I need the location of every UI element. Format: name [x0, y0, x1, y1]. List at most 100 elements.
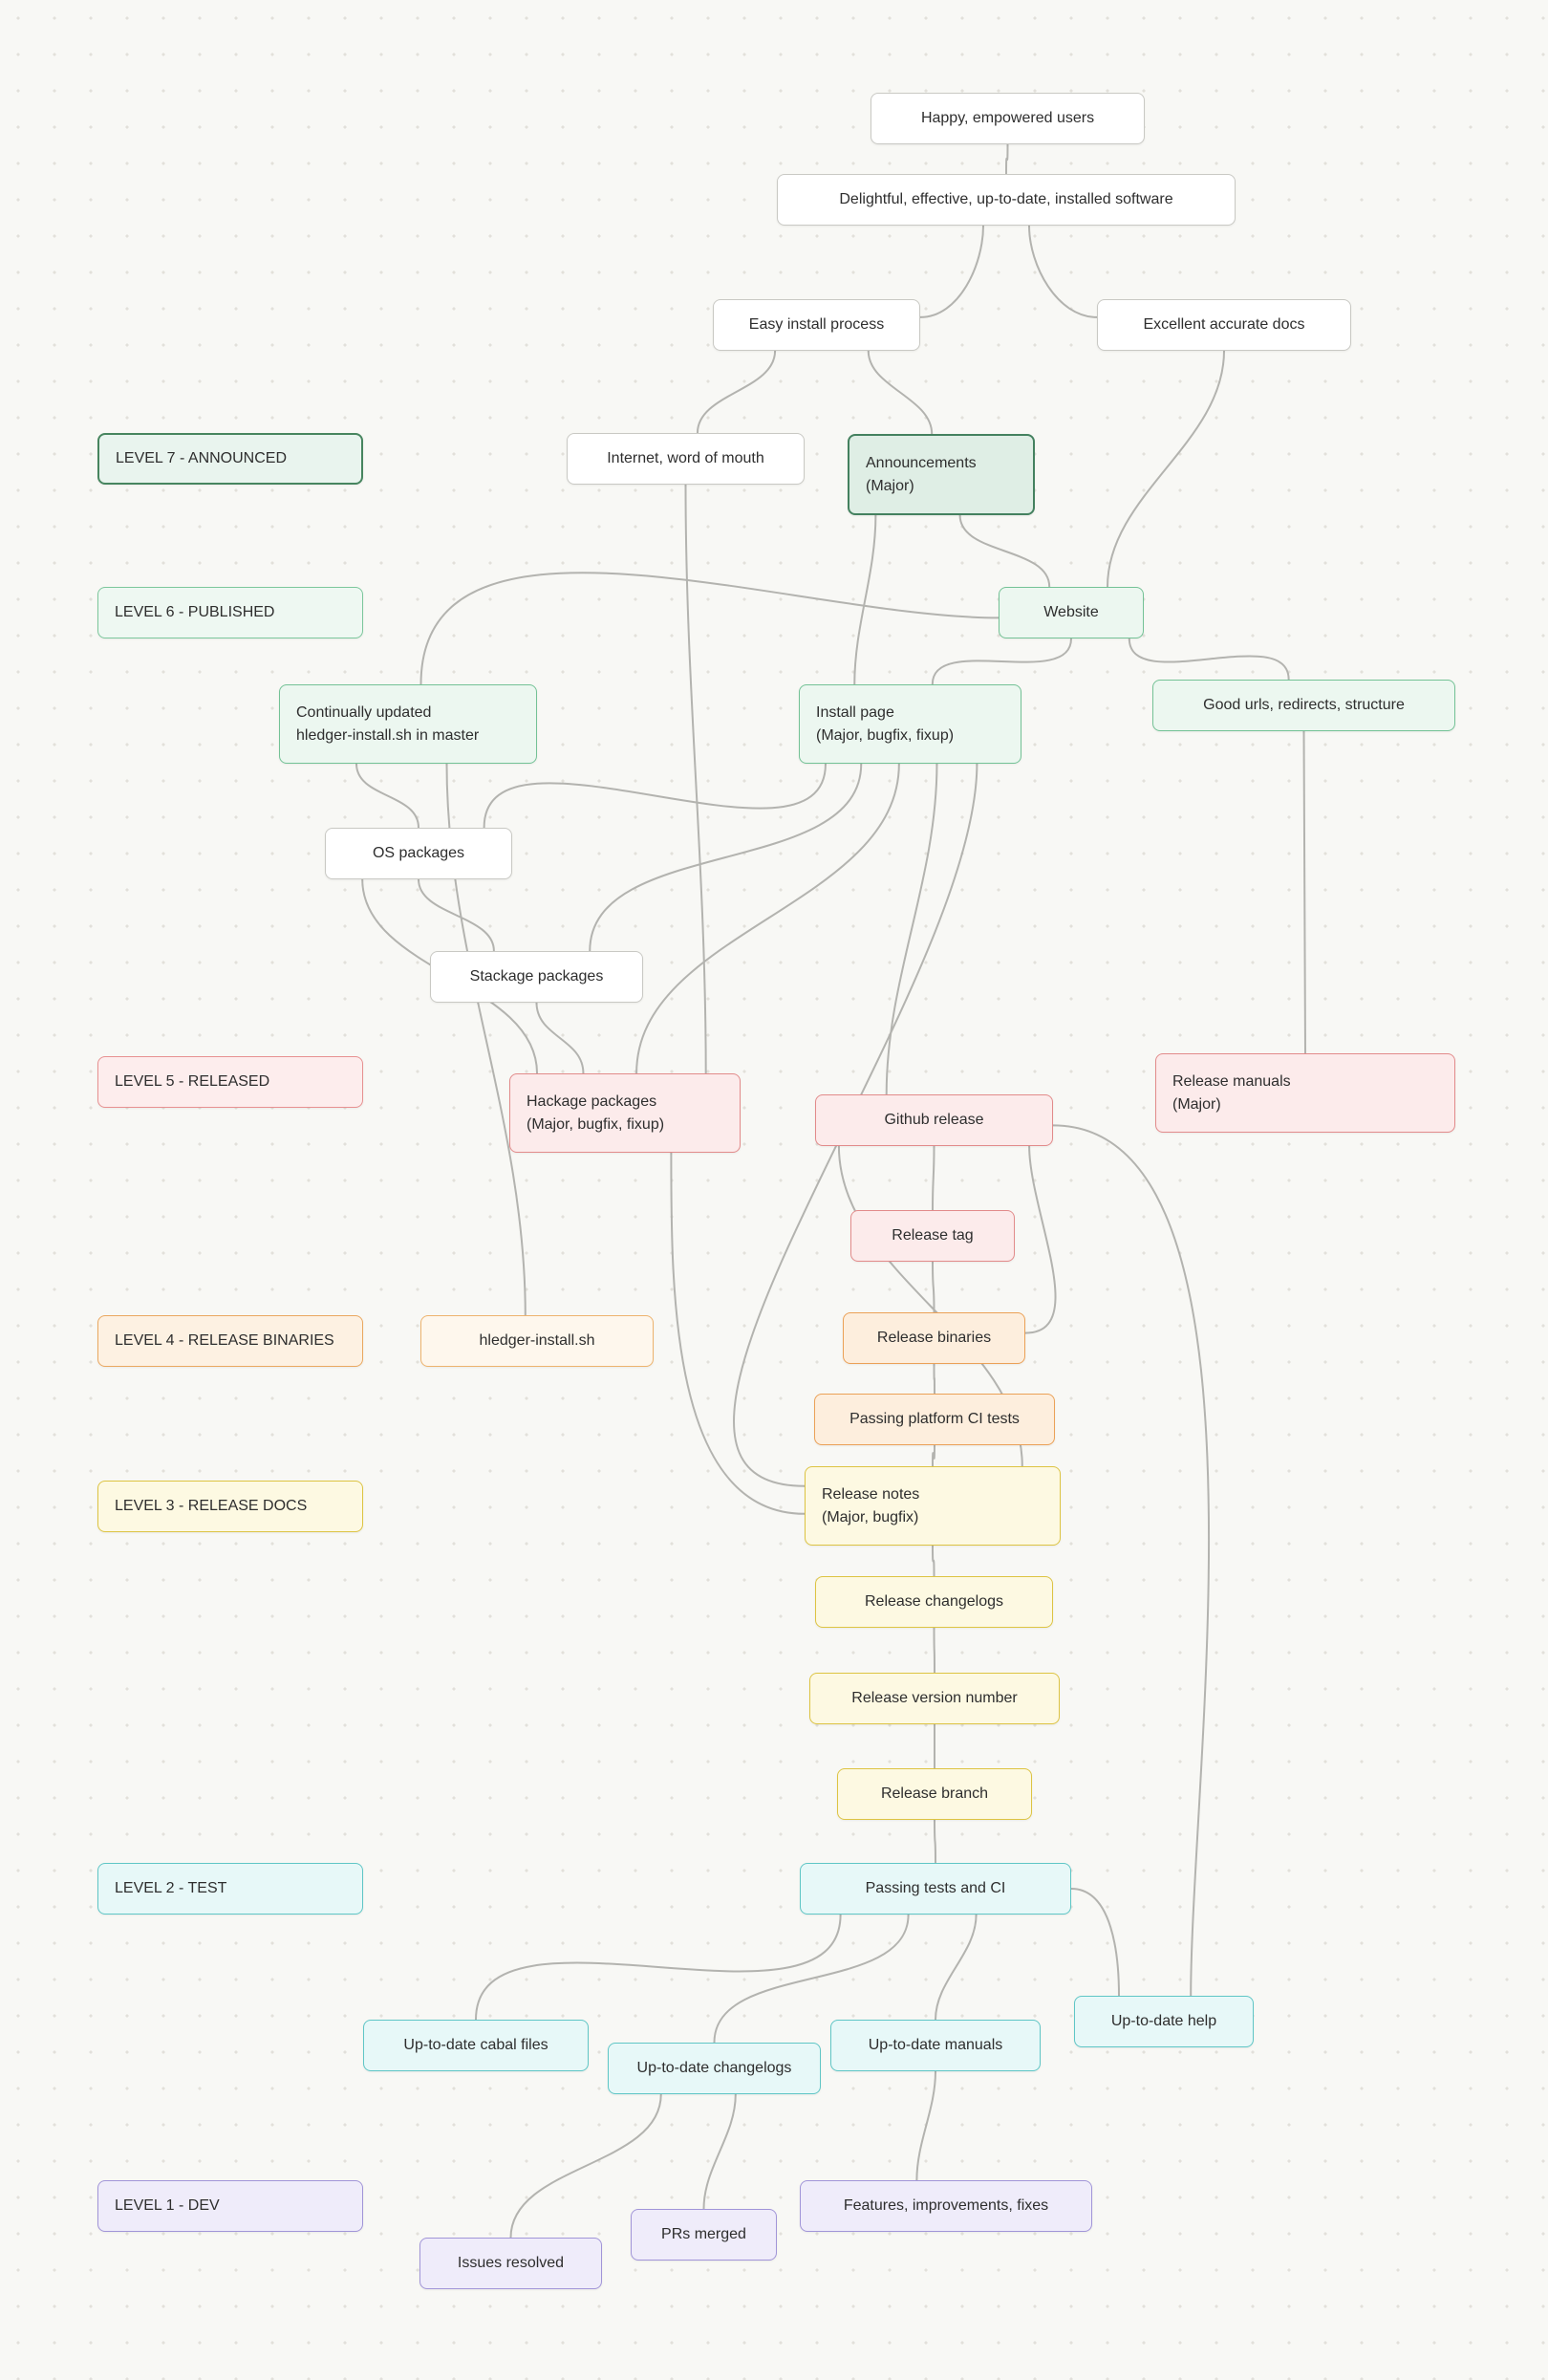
node-label: Stackage packages	[469, 968, 604, 984]
node-label: Announcements	[866, 454, 977, 471]
node-label: Up-to-date manuals	[868, 2037, 1003, 2053]
node-hledger-install-sh: hledger-install.sh	[420, 1315, 654, 1367]
node-up-to-date-help: Up-to-date help	[1074, 1996, 1254, 2047]
node-label: Internet, word of mouth	[607, 450, 764, 466]
node-label: Release branch	[880, 1785, 989, 1802]
node-label: PRs merged	[661, 2226, 746, 2242]
node-label: Features, improvements, fixes	[843, 2197, 1049, 2214]
edge-github-release-to-release-tag	[932, 1145, 935, 1211]
node-install-page: Install page (Major, bugfix, fixup)	[799, 684, 1021, 764]
node-internet-wom: Internet, word of mouth	[567, 433, 805, 485]
node-level5: LEVEL 5 - RELEASED	[97, 1056, 363, 1108]
edge-install-page-to-hackage-packages	[635, 763, 900, 1074]
node-label: (Major, bugfix, fixup)	[816, 726, 955, 744]
node-passing-tests-ci: Passing tests and CI	[800, 1863, 1071, 1915]
edge-continually-updated-to-os-packages	[355, 763, 419, 829]
edge-up-to-date-changelogs-to-issues-resolved	[509, 2093, 662, 2239]
node-label: Passing platform CI tests	[849, 1411, 1020, 1427]
node-features: Features, improvements, fixes	[800, 2180, 1092, 2232]
node-level6: LEVEL 6 - PUBLISHED	[97, 587, 363, 638]
node-label: LEVEL 5 - RELEASED	[115, 1073, 270, 1090]
edge-website-to-good-urls	[1128, 638, 1290, 681]
node-release-tag: Release tag	[850, 1210, 1015, 1262]
edge-passing-tests-ci-to-up-to-date-help	[1070, 1888, 1120, 1997]
edge-install-page-to-release-notes	[733, 763, 978, 1487]
node-label: Excellent accurate docs	[1143, 316, 1305, 333]
node-release-version-number: Release version number	[809, 1673, 1060, 1724]
edge-release-tag-to-release-binaries	[932, 1261, 935, 1313]
node-excellent-docs: Excellent accurate docs	[1097, 299, 1351, 351]
node-delightful: Delightful, effective, up-to-date, insta…	[777, 174, 1236, 226]
edge-good-urls-to-release-manuals	[1302, 730, 1306, 1054]
edge-stackage-packages-to-hackage-packages	[535, 1002, 585, 1074]
edge-passing-platform-ci-to-release-notes	[932, 1444, 935, 1467]
node-label: Release version number	[851, 1690, 1018, 1706]
edge-easy-install-to-internet-wom	[696, 350, 777, 434]
node-label: Install page	[816, 703, 894, 721]
node-website: Website	[999, 587, 1144, 638]
node-happy: Happy, empowered users	[871, 93, 1145, 144]
node-label: Github release	[884, 1112, 984, 1128]
node-label: (Major, bugfix)	[822, 1508, 919, 1525]
edge-website-to-continually-updated	[419, 572, 1000, 685]
edge-up-to-date-manuals-to-features	[915, 2070, 936, 2181]
node-release-branch: Release branch	[837, 1768, 1032, 1820]
node-label: (Major)	[866, 477, 914, 494]
node-level4: LEVEL 4 - RELEASE BINARIES	[97, 1315, 363, 1367]
edge-github-release-to-release-binaries	[1024, 1145, 1057, 1334]
node-up-to-date-changelogs: Up-to-date changelogs	[608, 2043, 821, 2094]
node-release-binaries: Release binaries	[843, 1312, 1025, 1364]
node-label: LEVEL 3 - RELEASE DOCS	[115, 1498, 308, 1514]
edge-announcements-to-install-page	[853, 514, 877, 685]
node-label: hledger-install.sh	[479, 1332, 595, 1349]
edge-announcements-to-website	[958, 514, 1051, 588]
node-label: LEVEL 4 - RELEASE BINARIES	[115, 1332, 334, 1349]
edge-install-page-to-stackage-packages	[589, 763, 863, 952]
node-label: (Major)	[1172, 1095, 1221, 1113]
node-label: LEVEL 2 - TEST	[115, 1880, 227, 1896]
node-level3: LEVEL 3 - RELEASE DOCS	[97, 1481, 363, 1532]
node-label: Easy install process	[748, 316, 885, 333]
node-release-manuals: Release manuals (Major)	[1155, 1053, 1455, 1133]
node-label: Issues resolved	[457, 2255, 565, 2271]
node-label: Hackage packages	[527, 1093, 657, 1110]
edge-internet-wom-to-hackage-packages	[684, 484, 707, 1074]
node-level1: LEVEL 1 - DEV	[97, 2180, 363, 2232]
edge-up-to-date-changelogs-to-prs-merged	[702, 2093, 737, 2210]
node-stackage-packages: Stackage packages	[430, 951, 643, 1003]
node-label: Up-to-date help	[1110, 2013, 1217, 2029]
edge-excellent-docs-to-website	[1107, 350, 1225, 588]
edge-group	[355, 143, 1306, 2239]
edge-hackage-packages-to-release-notes	[670, 1152, 806, 1515]
node-label: Release manuals	[1172, 1072, 1291, 1090]
node-label: LEVEL 1 - DEV	[115, 2197, 220, 2214]
node-label: Up-to-date cabal files	[403, 2037, 548, 2053]
node-label: Release changelogs	[865, 1593, 1003, 1610]
edge-release-notes-to-release-changelogs	[932, 1545, 935, 1577]
edge-passing-tests-ci-to-up-to-date-manuals	[935, 1914, 978, 2021]
node-hackage-packages: Hackage packages (Major, bugfix, fixup)	[509, 1073, 741, 1153]
node-label: hledger-install.sh in master	[296, 726, 480, 744]
node-label: Release notes	[822, 1485, 920, 1503]
node-label: OS packages	[372, 845, 465, 861]
node-release-notes: Release notes (Major, bugfix)	[805, 1466, 1061, 1546]
edge-delightful-to-easy-install	[919, 225, 984, 318]
node-up-to-date-manuals: Up-to-date manuals	[830, 2020, 1041, 2071]
node-level7: LEVEL 7 - ANNOUNCED	[97, 433, 363, 485]
edge-install-page-to-os-packages	[483, 763, 827, 829]
node-prs-merged: PRs merged	[631, 2209, 777, 2261]
edge-website-to-install-page	[931, 638, 1072, 685]
node-os-packages: OS packages	[325, 828, 512, 879]
edge-install-page-to-github-release	[885, 763, 938, 1095]
node-label: Up-to-date changelogs	[636, 2060, 792, 2076]
node-label: Happy, empowered users	[920, 110, 1095, 126]
node-easy-install: Easy install process	[713, 299, 920, 351]
node-label: Passing tests and CI	[865, 1880, 1006, 1896]
edge-passing-tests-ci-to-up-to-date-changelogs	[713, 1914, 910, 2044]
node-good-urls: Good urls, redirects, structure	[1152, 680, 1455, 731]
node-github-release: Github release	[815, 1094, 1053, 1146]
node-label: LEVEL 6 - PUBLISHED	[115, 604, 275, 620]
node-label: (Major, bugfix, fixup)	[527, 1115, 665, 1133]
